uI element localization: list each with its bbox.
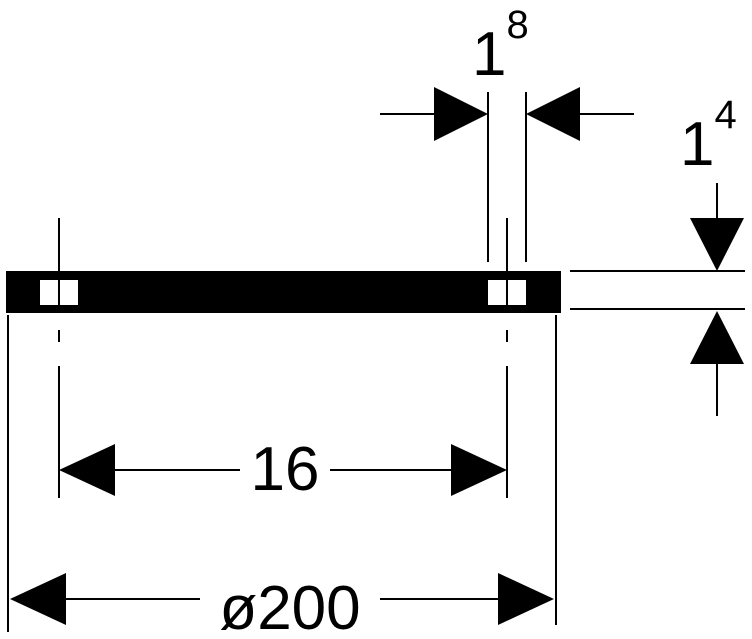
arrowhead-right (434, 87, 488, 141)
arrowhead-down (690, 218, 744, 271)
plate-body (6, 271, 561, 313)
arrowhead-up (690, 311, 744, 364)
arrowhead-left (59, 444, 115, 496)
thickness-label: 14 (680, 93, 737, 179)
outer-diameter-label: ø200 (219, 574, 360, 639)
hole-diameter-dimension: 18 (380, 3, 634, 262)
hole-diameter-main: 1 (472, 20, 506, 89)
thickness-main: 1 (680, 110, 714, 179)
thickness-sup: 4 (714, 93, 736, 137)
plate (6, 271, 561, 313)
hole-diameter-label: 18 (472, 3, 529, 89)
hole-centerlines (58, 218, 508, 498)
arrowhead-right (498, 573, 554, 625)
hole-spacing-label: 16 (251, 435, 320, 504)
arrowhead-left (10, 573, 66, 625)
arrowhead-left (526, 87, 580, 141)
outer-diameter-dimension: ø200 (7, 315, 557, 639)
hole-diameter-sup: 8 (506, 3, 528, 47)
hole-spacing-dimension: 16 (59, 435, 507, 504)
arrowhead-right (451, 444, 507, 496)
thickness-dimension: 14 (570, 93, 745, 416)
